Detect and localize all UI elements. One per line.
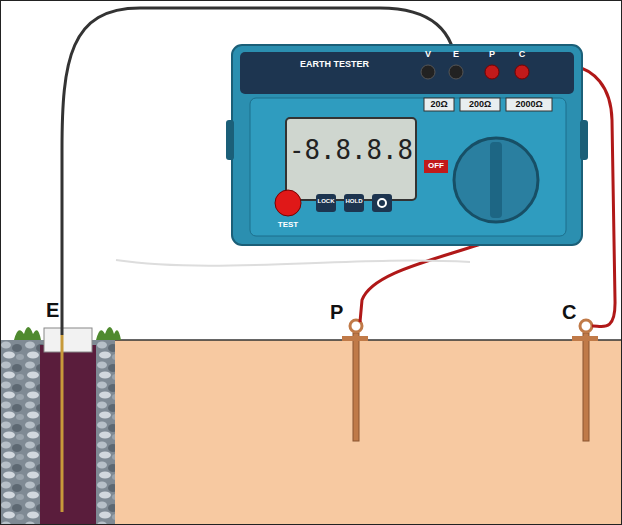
gravel-pit xyxy=(1,340,115,524)
range-label: 200Ω xyxy=(469,100,491,109)
terminal-label: V xyxy=(425,50,431,59)
stake-c xyxy=(583,333,589,441)
earth-rod xyxy=(61,335,64,512)
earth-hole xyxy=(40,345,96,524)
terminal-label: P xyxy=(489,50,495,59)
off-label: OFF xyxy=(428,162,444,170)
inspection-pipe xyxy=(44,328,92,352)
electrode-label: P xyxy=(330,302,343,322)
meter-body xyxy=(232,45,582,245)
meter-brand: EARTH TESTER xyxy=(300,60,369,69)
terminal-e xyxy=(449,65,463,79)
button-label: HOLD xyxy=(346,198,363,204)
soil xyxy=(115,340,621,524)
lcd-display xyxy=(286,118,416,200)
stake-p xyxy=(353,333,359,441)
terminal-label: C xyxy=(519,50,526,59)
range-label: 2000Ω xyxy=(515,100,542,109)
electrode-label: C xyxy=(562,302,576,322)
terminal-label: E xyxy=(453,50,459,59)
button-label: LOCK xyxy=(318,198,335,204)
lcd-digits: -8.8.8.8 xyxy=(289,138,413,164)
range-label: 20Ω xyxy=(430,100,447,109)
range-dial xyxy=(454,138,538,222)
electrode-label: E xyxy=(46,300,59,320)
button-label: TEST xyxy=(278,221,298,229)
test-button xyxy=(275,190,301,216)
